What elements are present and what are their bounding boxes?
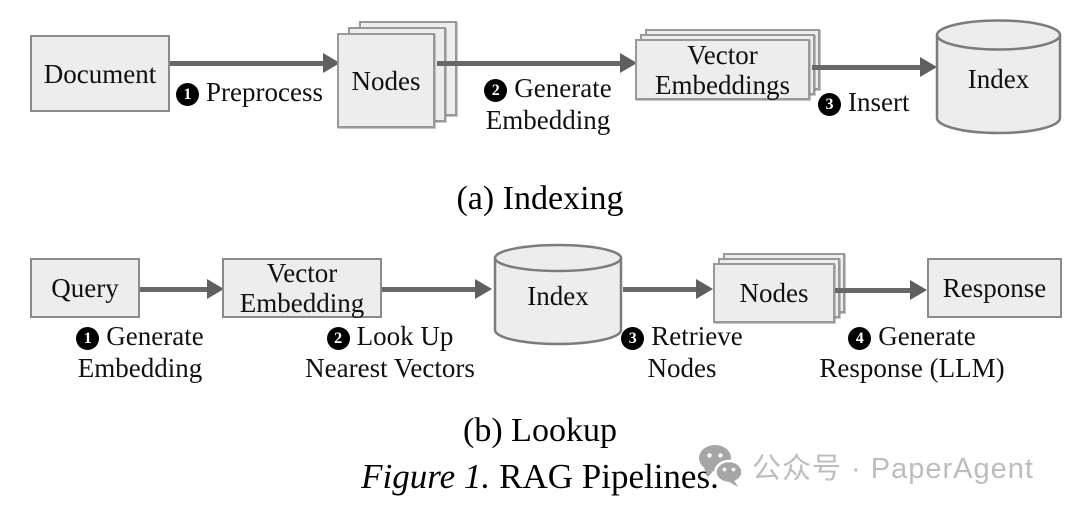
arrowhead-icon	[620, 53, 637, 73]
arrow-preprocess	[170, 52, 340, 74]
arrow-retrieve	[623, 278, 713, 300]
arrow-shaft	[382, 287, 477, 292]
node-index-cylinder-a	[935, 18, 1062, 140]
figure-caption-label: Figure 1.	[361, 457, 491, 496]
step-text: Preprocess	[206, 77, 323, 107]
arrow-shaft	[437, 61, 622, 66]
arrow-shaft	[835, 288, 912, 293]
database-cylinder-icon	[935, 19, 1062, 135]
arrow-shaft	[140, 287, 209, 292]
watermark-text: 公众号 · PaperAgent	[752, 453, 1034, 485]
step-number-badge: 1	[176, 83, 199, 106]
step-label-b2: 2 Look Up Nearest Vectors	[280, 320, 500, 384]
arrowhead-icon	[323, 53, 340, 73]
step-text: Insert	[848, 87, 910, 117]
step-text-line2: Nodes	[647, 353, 717, 383]
arrow-shaft	[170, 61, 325, 66]
node-index-label-a: Index	[967, 64, 1030, 94]
step-number-badge: 3	[818, 93, 841, 116]
node-index-cylinder-b	[493, 243, 623, 351]
node-index-label-b: Index	[527, 281, 589, 311]
step-text-line1: 2 Generate	[448, 72, 648, 104]
node-nodes-stack-b: Nodes	[713, 253, 845, 323]
step-text-line2: Response (LLM)	[819, 353, 1005, 383]
arrow-lookup	[382, 278, 492, 300]
step-label-a2: 2 Generate Embedding	[448, 72, 648, 136]
step-text: Look Up	[356, 321, 454, 351]
step-label-b3: 3 Retrieve Nodes	[582, 320, 782, 384]
step-text: Generate	[878, 321, 976, 351]
database-cylinder-icon	[493, 243, 623, 346]
node-document: Document	[30, 35, 170, 112]
arrow-insert	[812, 56, 937, 78]
arrow-shaft	[623, 287, 698, 292]
step-number-badge: 4	[848, 327, 872, 350]
step-number-badge: 3	[621, 327, 645, 350]
step-number-badge: 2	[484, 79, 508, 102]
step-text: Generate	[514, 73, 612, 103]
step-number-badge: 1	[76, 327, 100, 350]
step-label-b4: 4 Generate Response (LLM)	[792, 320, 1032, 384]
step-text-line1: 1 Generate	[40, 320, 240, 352]
caption-lookup: (b) Lookup	[463, 412, 617, 449]
stack-sheet-front: Vector Embeddings	[635, 39, 810, 100]
node-response: Response	[927, 258, 1062, 318]
arrowhead-icon	[920, 57, 937, 77]
arrowhead-icon	[910, 280, 927, 300]
step-label-b1: 1 Generate Embedding	[40, 320, 240, 384]
step-label-a1: 1 Preprocess	[176, 76, 323, 108]
step-text-line1: 3 Retrieve	[582, 320, 782, 352]
arrowhead-icon	[475, 279, 492, 299]
step-number-badge: 2	[326, 327, 350, 350]
arrow-generate-response	[835, 279, 927, 301]
step-label-a3: 3 Insert	[818, 86, 909, 118]
node-vector-embeddings-stack: Vector Embeddings	[635, 29, 820, 100]
step-text-line2: Embedding	[485, 105, 611, 135]
step-text-line2: Nearest Vectors	[305, 353, 475, 383]
caption-indexing: (a) Indexing	[456, 180, 624, 217]
arrow-generate-embedding-b	[140, 278, 224, 300]
stack-sheet-front: Nodes	[337, 33, 435, 128]
wechat-icon	[699, 445, 744, 487]
step-text-line1: 4 Generate	[792, 320, 1032, 352]
arrowhead-icon	[207, 279, 224, 299]
stack-sheet-front: Nodes	[713, 263, 835, 323]
node-nodes-stack: Nodes	[337, 21, 459, 130]
arrow-generate-embedding-a	[437, 52, 637, 74]
arrow-shaft	[812, 65, 922, 70]
figure-caption-title: RAG Pipelines.	[499, 457, 719, 496]
arrowhead-icon	[696, 279, 713, 299]
step-text: Generate	[106, 321, 204, 351]
node-vector-embedding: Vector Embedding	[222, 258, 382, 318]
step-text: Retrieve	[651, 321, 743, 351]
figure-caption: Figure 1.RAG Pipelines.	[0, 457, 1080, 497]
step-text-line2: Embedding	[77, 353, 203, 383]
step-text-line1: 2 Look Up	[280, 320, 500, 352]
node-query: Query	[30, 258, 140, 318]
watermark: 公众号 · PaperAgent	[698, 444, 1034, 488]
